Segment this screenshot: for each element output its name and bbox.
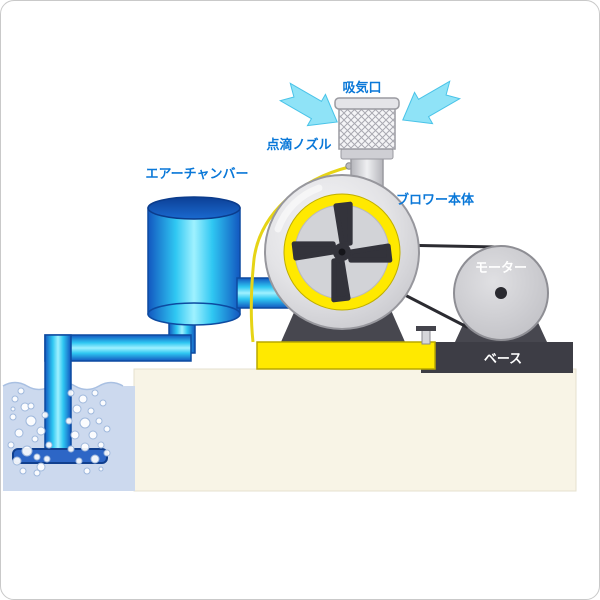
label-drip-nozzle: 点滴ノズル bbox=[266, 137, 331, 153]
filter-mesh bbox=[339, 107, 395, 149]
machine-base bbox=[421, 342, 573, 373]
label-air-chamber: エアーチャンバー bbox=[145, 167, 248, 182]
label-motor: モーター bbox=[475, 261, 527, 276]
motor-pulley bbox=[453, 245, 549, 341]
intake-arrow-left bbox=[278, 82, 338, 127]
intake-filter bbox=[334, 97, 400, 160]
bubbles bbox=[7, 387, 111, 477]
ground-platform bbox=[133, 368, 577, 492]
casing-highlight bbox=[274, 184, 323, 233]
label-blower-body: ブロワー本体 bbox=[396, 192, 475, 208]
air-chamber bbox=[147, 196, 241, 326]
label-intake: 吸気口 bbox=[342, 80, 381, 96]
blower-rotor bbox=[291, 201, 393, 303]
oil-base-plate bbox=[256, 341, 436, 370]
rotor-center-dot bbox=[338, 248, 346, 256]
water-pipe bbox=[44, 312, 196, 454]
drain-valve bbox=[416, 326, 436, 345]
intake-arrow-right bbox=[402, 80, 462, 125]
motor-shaft-dot bbox=[495, 287, 507, 299]
label-base: ベース bbox=[484, 352, 522, 367]
